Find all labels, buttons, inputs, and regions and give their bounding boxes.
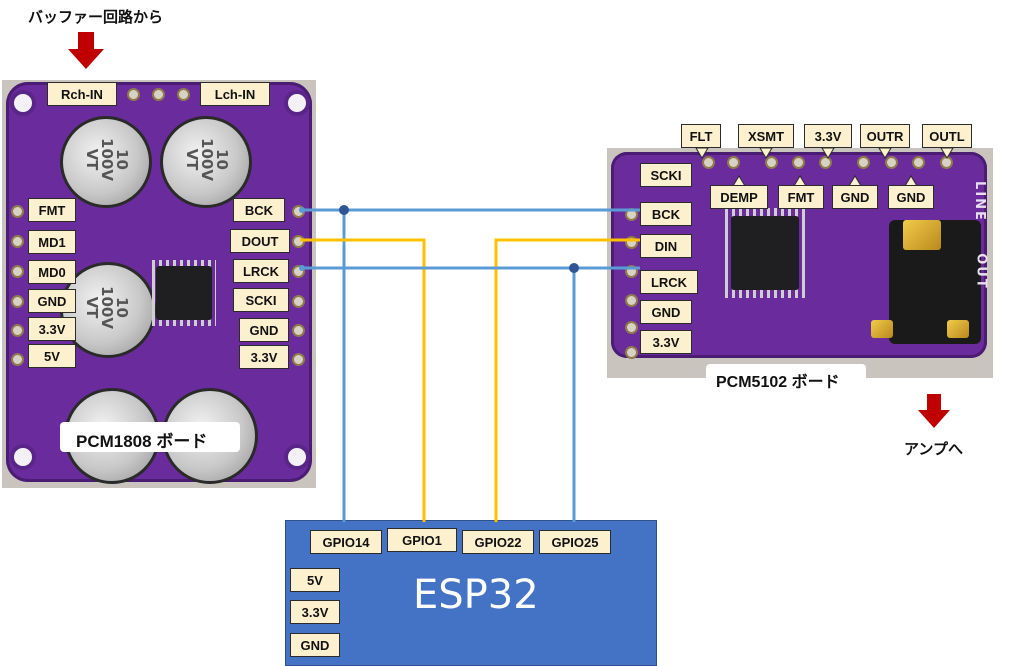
pcm5102-mid-pin-label: GND [888, 185, 934, 209]
pcm1808-left-pin-label: 3.3V [28, 317, 76, 341]
pcm5102-left-pin-label: SCKI [640, 163, 692, 187]
esp32-gpio-label: GPIO22 [462, 530, 534, 554]
junction-dot [569, 263, 579, 273]
esp32-power-label: 5V [290, 568, 340, 592]
pcm5102-caption: PCM5102 ボード [716, 374, 840, 391]
wire-dout [300, 238, 426, 522]
input-source-note: バッファー回路から [28, 9, 164, 26]
wire-din [494, 238, 640, 522]
pcm1808-right-pin-label: GND [239, 318, 289, 342]
down-arrow-icon [68, 32, 104, 69]
pcm1808-left-pin-label: MD1 [28, 230, 76, 254]
pcm1808-left-pin-label: FMT [28, 198, 76, 222]
pcm5102-mid-pin-label: DEMP [710, 185, 768, 209]
esp32-gpio-label: GPIO25 [539, 530, 611, 554]
esp32-power-label: 3.3V [290, 600, 340, 624]
pcm1808-left-pin-label: 5V [28, 344, 76, 368]
pcm1808-right-pin-label: LRCK [233, 259, 289, 283]
esp32-power-label: GND [290, 633, 340, 657]
pcm1808-right-pin-label: DOUT [230, 229, 290, 253]
pcm5102-left-pin-label: LRCK [640, 270, 698, 294]
junction-dot [339, 205, 349, 215]
pcm5102-top-pin-label: OUTR [860, 124, 910, 148]
pcm1808-right-pin-label: BCK [233, 198, 285, 222]
output-destination-note: アンプへ [904, 441, 963, 458]
pcm5102-mid-pin-label: FMT [778, 185, 824, 209]
down-arrow-icon [918, 394, 950, 428]
esp32-gpio-label: GPIO1 [387, 528, 457, 552]
pcm1808-rch-in-label: Rch-IN [47, 82, 117, 106]
pcm1808-caption: PCM1808 ボード [76, 432, 208, 451]
pcm5102-left-pin-label: 3.3V [640, 330, 692, 354]
pcm1808-left-pin-label: GND [28, 289, 76, 313]
pcm5102-mid-pin-label: GND [832, 185, 878, 209]
pcm5102-left-pin-label: DIN [640, 234, 692, 258]
esp32-gpio-label: GPIO14 [310, 530, 382, 554]
esp32-title: ESP32 [413, 572, 539, 618]
pcm5102-left-pin-label: GND [640, 300, 692, 324]
pcm1808-right-pin-label: SCKI [233, 288, 289, 312]
pcm1808-lch-in-label: Lch-IN [200, 82, 270, 106]
pcm5102-left-pin-label: BCK [640, 202, 692, 226]
pcm1808-right-pin-label: 3.3V [239, 345, 289, 369]
pcm1808-left-pin-label: MD0 [28, 260, 76, 284]
